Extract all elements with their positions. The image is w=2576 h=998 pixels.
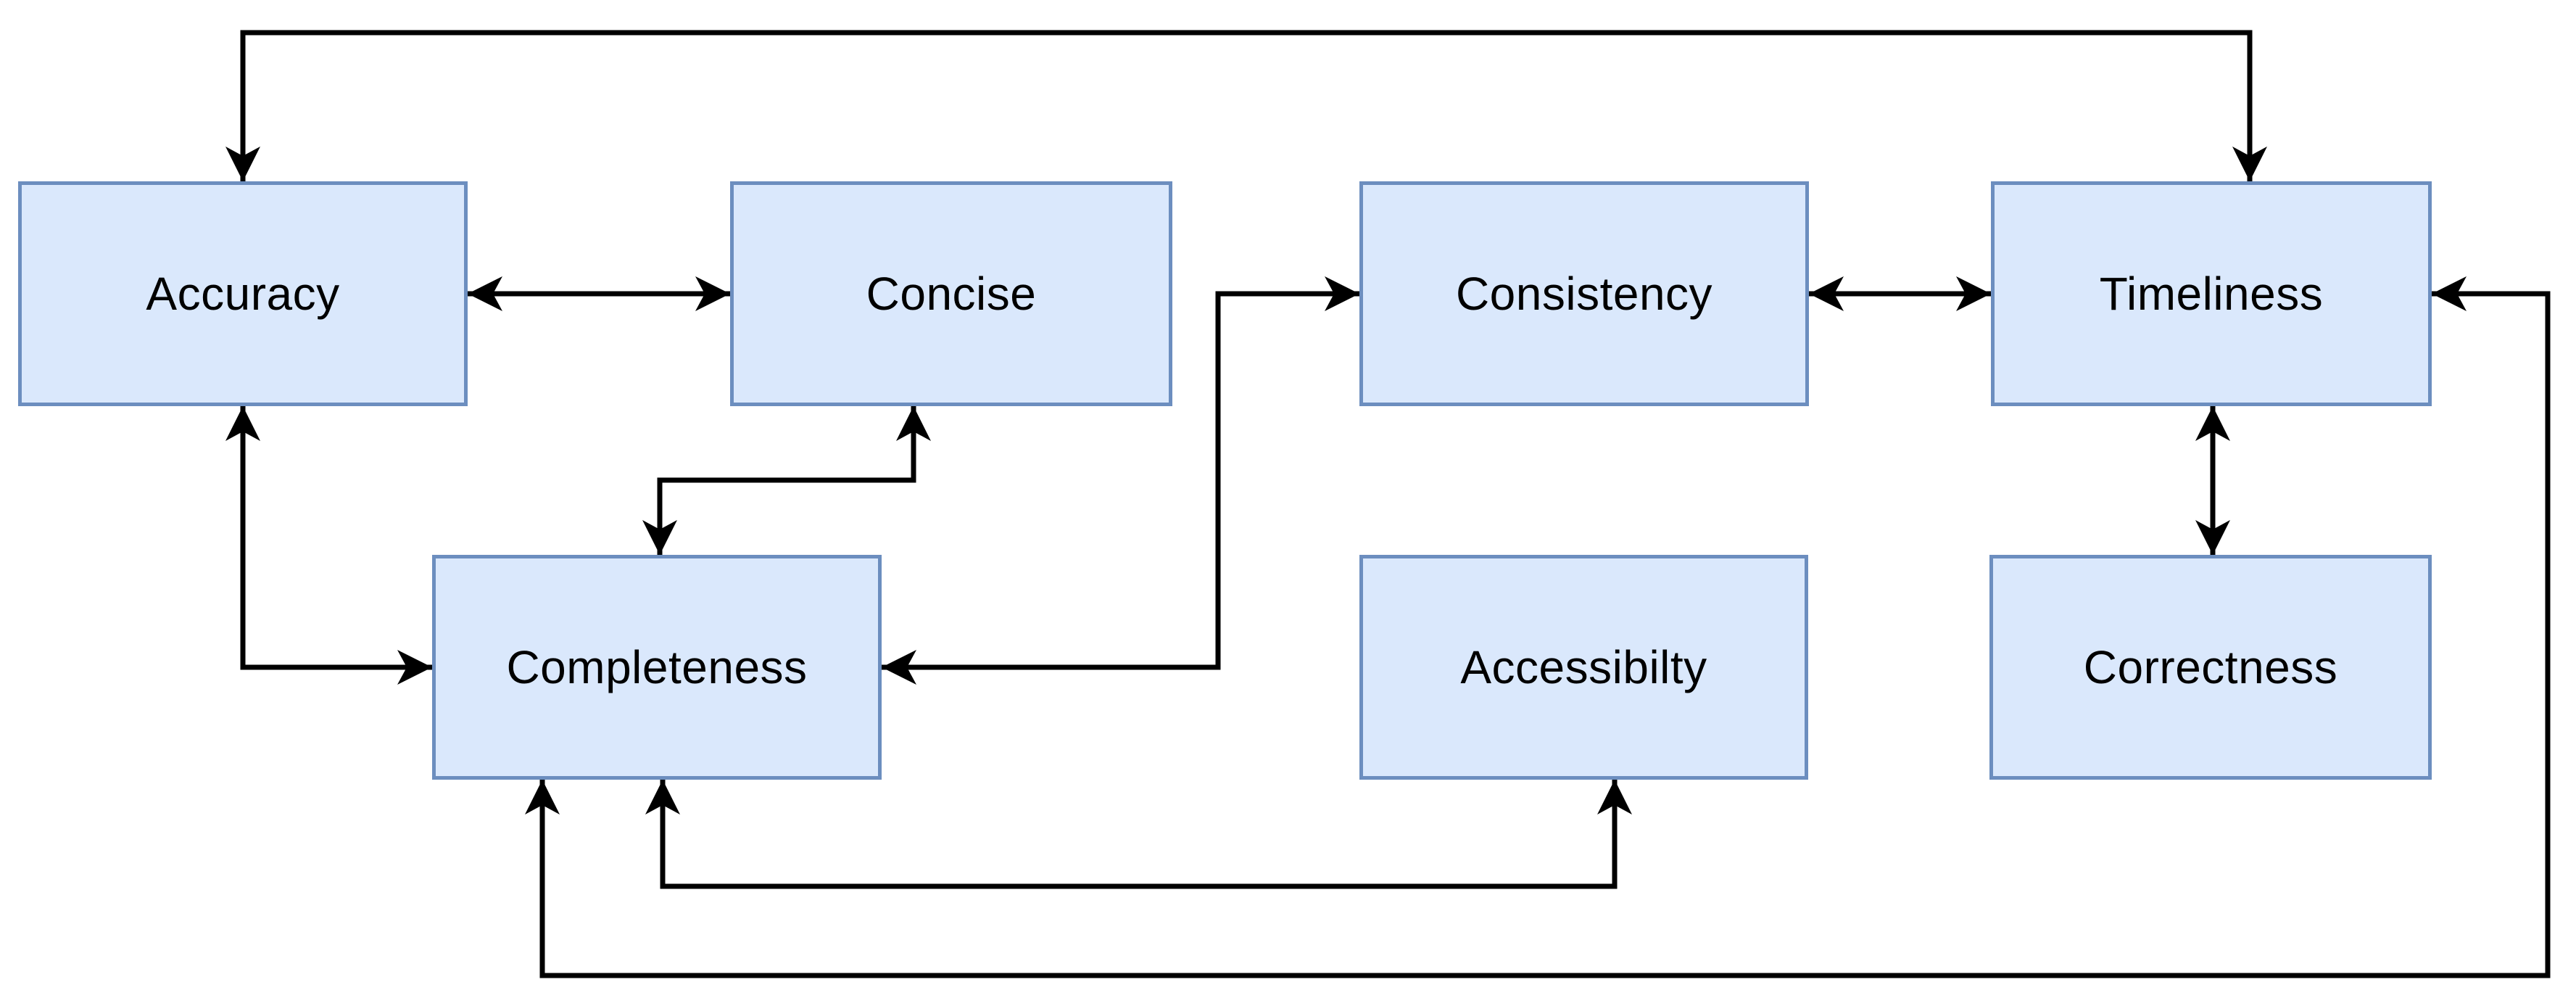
- node-timeliness-label: Timeliness: [2099, 268, 2324, 320]
- edge-accuracy-completeness: [225, 406, 432, 685]
- node-correctness-label: Correctness: [2083, 641, 2338, 693]
- node-completeness: Completeness: [432, 555, 882, 780]
- node-accuracy-label: Accuracy: [146, 268, 340, 320]
- node-completeness-label: Completeness: [506, 641, 808, 693]
- edge-concise-completeness: [642, 406, 931, 555]
- node-consistency-label: Consistency: [1455, 268, 1713, 320]
- node-timeliness: Timeliness: [1991, 181, 2432, 406]
- edge-accuracy-timeliness-top: [225, 30, 2267, 181]
- node-concise: Concise: [730, 181, 1172, 406]
- edge-completeness-accessibilty: [645, 780, 1632, 889]
- node-accessibilty: Accessibilty: [1359, 555, 1808, 780]
- node-concise-label: Concise: [866, 268, 1037, 320]
- edge-completeness-timeliness-bottom: [525, 276, 2551, 978]
- node-accessibilty-label: Accessibilty: [1460, 641, 1707, 693]
- node-consistency: Consistency: [1359, 181, 1809, 406]
- node-correctness: Correctness: [1989, 555, 2432, 780]
- node-accuracy: Accuracy: [18, 181, 468, 406]
